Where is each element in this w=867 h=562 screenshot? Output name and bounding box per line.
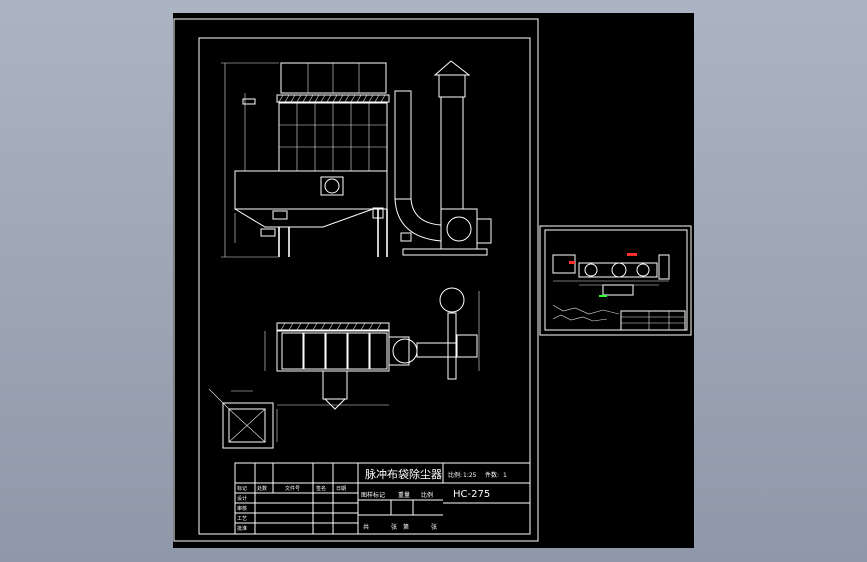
drawing-model: HC-275 bbox=[453, 489, 490, 500]
row-designer: 设计 bbox=[237, 495, 247, 502]
sheet-outer-border bbox=[173, 18, 539, 542]
sheet-inner-border bbox=[198, 37, 531, 535]
main-drawing: 脉冲布袋除尘器 比例: 1:25 件数: 1 HC-275 图样标记 重量 比例… bbox=[173, 18, 539, 542]
secondary-layout bbox=[552, 253, 686, 331]
sheet-unit-b: 张 bbox=[431, 523, 437, 531]
row-checker: 审核 bbox=[237, 505, 247, 512]
section-detail bbox=[208, 388, 278, 449]
sheet-unit-a: 张 bbox=[391, 523, 397, 531]
col-date: 日期 bbox=[336, 486, 346, 492]
col-place: 处数 bbox=[257, 485, 267, 492]
count-value: 1 bbox=[503, 472, 507, 479]
ratio-label: 比例 bbox=[421, 491, 433, 499]
col-sign: 签名 bbox=[316, 485, 326, 492]
col-file: 文件号 bbox=[285, 485, 300, 492]
title-block bbox=[234, 462, 531, 535]
secondary-sheet bbox=[539, 225, 692, 336]
plan-view bbox=[264, 287, 480, 410]
col-mark: 标记 bbox=[237, 485, 247, 492]
scale-label: 比例: bbox=[448, 471, 462, 479]
row-approve: 批准 bbox=[237, 525, 247, 532]
front-elevation bbox=[221, 60, 492, 258]
cad-model-space[interactable]: 脉冲布袋除尘器 比例: 1:25 件数: 1 HC-275 图样标记 重量 比例… bbox=[173, 13, 694, 548]
stage-label: 图样标记 bbox=[361, 491, 385, 499]
weight-label: 重量 bbox=[398, 491, 410, 499]
sheet-total: 共 bbox=[363, 523, 369, 531]
count-label: 件数: bbox=[485, 471, 499, 479]
drawing-title: 脉冲布袋除尘器 bbox=[365, 467, 442, 481]
row-craft: 工艺 bbox=[237, 516, 247, 522]
scale-value: 1:25 bbox=[463, 472, 477, 479]
sheet-no: 第 bbox=[403, 523, 409, 531]
